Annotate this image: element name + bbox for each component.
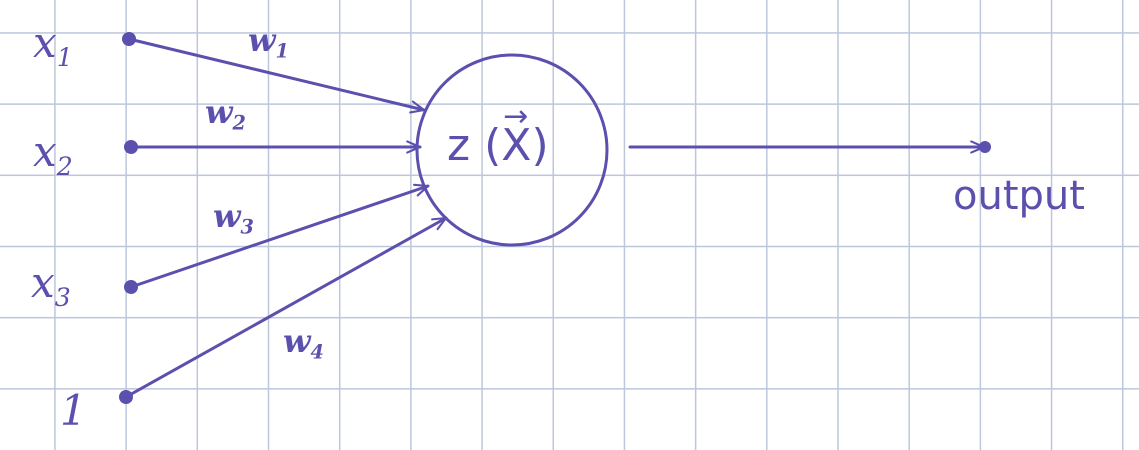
vector-arrow-glyph: → (503, 99, 529, 134)
output-label: output (953, 173, 1085, 219)
weight-label-w2: w2 (205, 93, 246, 135)
edge-w1-arrow (127, 37, 426, 114)
input-label-x3: x3 (31, 258, 71, 312)
neuron-circle (415, 53, 609, 247)
weight-label-w1: w1 (248, 21, 289, 63)
input-label-bias: 1 (60, 386, 87, 435)
neuron-function-label: z (→X) (447, 99, 549, 171)
input-label-x1: x1 (33, 18, 73, 72)
output-node (979, 141, 991, 153)
weight-label-w4: w4 (283, 322, 324, 364)
edge-w4-arrow (124, 216, 448, 399)
weight-label-w3: w3 (213, 197, 254, 239)
input-label-x2: x2 (33, 127, 73, 181)
edge-w3-arrow (129, 183, 430, 289)
